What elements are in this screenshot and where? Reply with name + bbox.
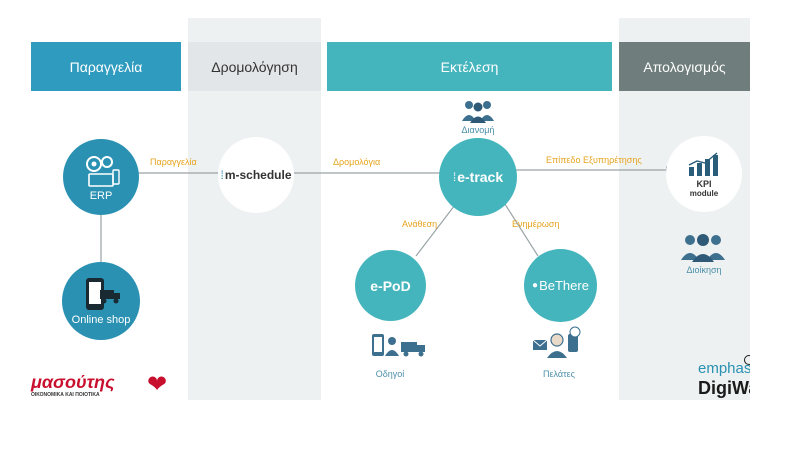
erp-gears-icon [86, 156, 120, 187]
edge-label-order: Παραγγελία [150, 157, 197, 167]
header-review-label: Απολογισμός [643, 58, 726, 75]
kpi-label: KPI [696, 178, 712, 189]
kpi-sub-label: module [689, 188, 719, 198]
distribution-caption: Διανομή [461, 125, 495, 135]
header-review: Απολογισμός [619, 42, 750, 91]
e-pod-node: e-PoD [355, 250, 426, 321]
online-shop-node: Online shop [62, 262, 140, 340]
erp-label: ERP [89, 190, 113, 202]
header-execution: Εκτέλεση [327, 42, 612, 91]
header-routing: Δρομολόγηση [188, 42, 321, 91]
masoutis-logo: μασούτης ❤ ΟΙΚΟΝΟΜΙΚΑ ΚΑΙ ΠΟΙΟΤΙΚΑ [31, 371, 167, 398]
management-caption: Διοίκηση [686, 265, 722, 275]
header-order: Παραγγελία [31, 42, 181, 91]
phone-truck-icon [86, 278, 120, 310]
edge-label-update: Ενημέρωση [512, 219, 560, 229]
e-pod-label: e-PoD [370, 277, 411, 294]
online-shop-label: Online shop [71, 314, 131, 326]
m-schedule-dots-icon: ⁞ [220, 168, 224, 182]
heart-icon: ❤ [147, 371, 168, 398]
bethere-label: BeThere [539, 278, 589, 293]
header-routing-label: Δρομολόγηση [211, 58, 298, 75]
erp-node: ERP [63, 139, 139, 215]
e-track-node: ⁞ e-track [439, 138, 517, 216]
m-schedule-node: ⁞ m-schedule [218, 137, 294, 213]
kpi-node: KPI module [666, 136, 742, 212]
e-track-dots-icon: ⁞ [452, 170, 457, 184]
masoutis-wordmark: μασούτης [31, 372, 115, 392]
masoutis-tagline: ΟΙΚΟΝΟΜΙΚΑ ΚΑΙ ΠΟΙΟΤΙΚΑ [31, 392, 100, 398]
edge-label-routes: Δρομολόγια [333, 157, 381, 167]
team-icon [462, 101, 494, 123]
customer-notify-icon [532, 326, 581, 358]
bethere-node: ● BeThere [524, 249, 597, 322]
header-order-label: Παραγγελία [69, 58, 143, 75]
management-icon [681, 234, 725, 262]
customers-caption: Πελάτες [543, 369, 575, 379]
drivers-caption: Οδηγοί [375, 369, 405, 379]
edge-label-service-level: Επίπεδο Εξυπηρέτησης [546, 155, 642, 165]
m-schedule-label: m-schedule [224, 168, 292, 182]
bar-chart-icon [688, 151, 718, 176]
edge-update [502, 200, 539, 257]
edge-label-assignment: Ανάθεση [402, 219, 438, 229]
e-track-label: e-track [457, 169, 504, 185]
bethere-dot-icon: ● [532, 280, 539, 291]
right-crop [750, 0, 802, 451]
driver-truck-icon [372, 334, 425, 357]
edge-assignment [415, 200, 459, 257]
header-execution-label: Εκτέλεση [440, 58, 499, 75]
